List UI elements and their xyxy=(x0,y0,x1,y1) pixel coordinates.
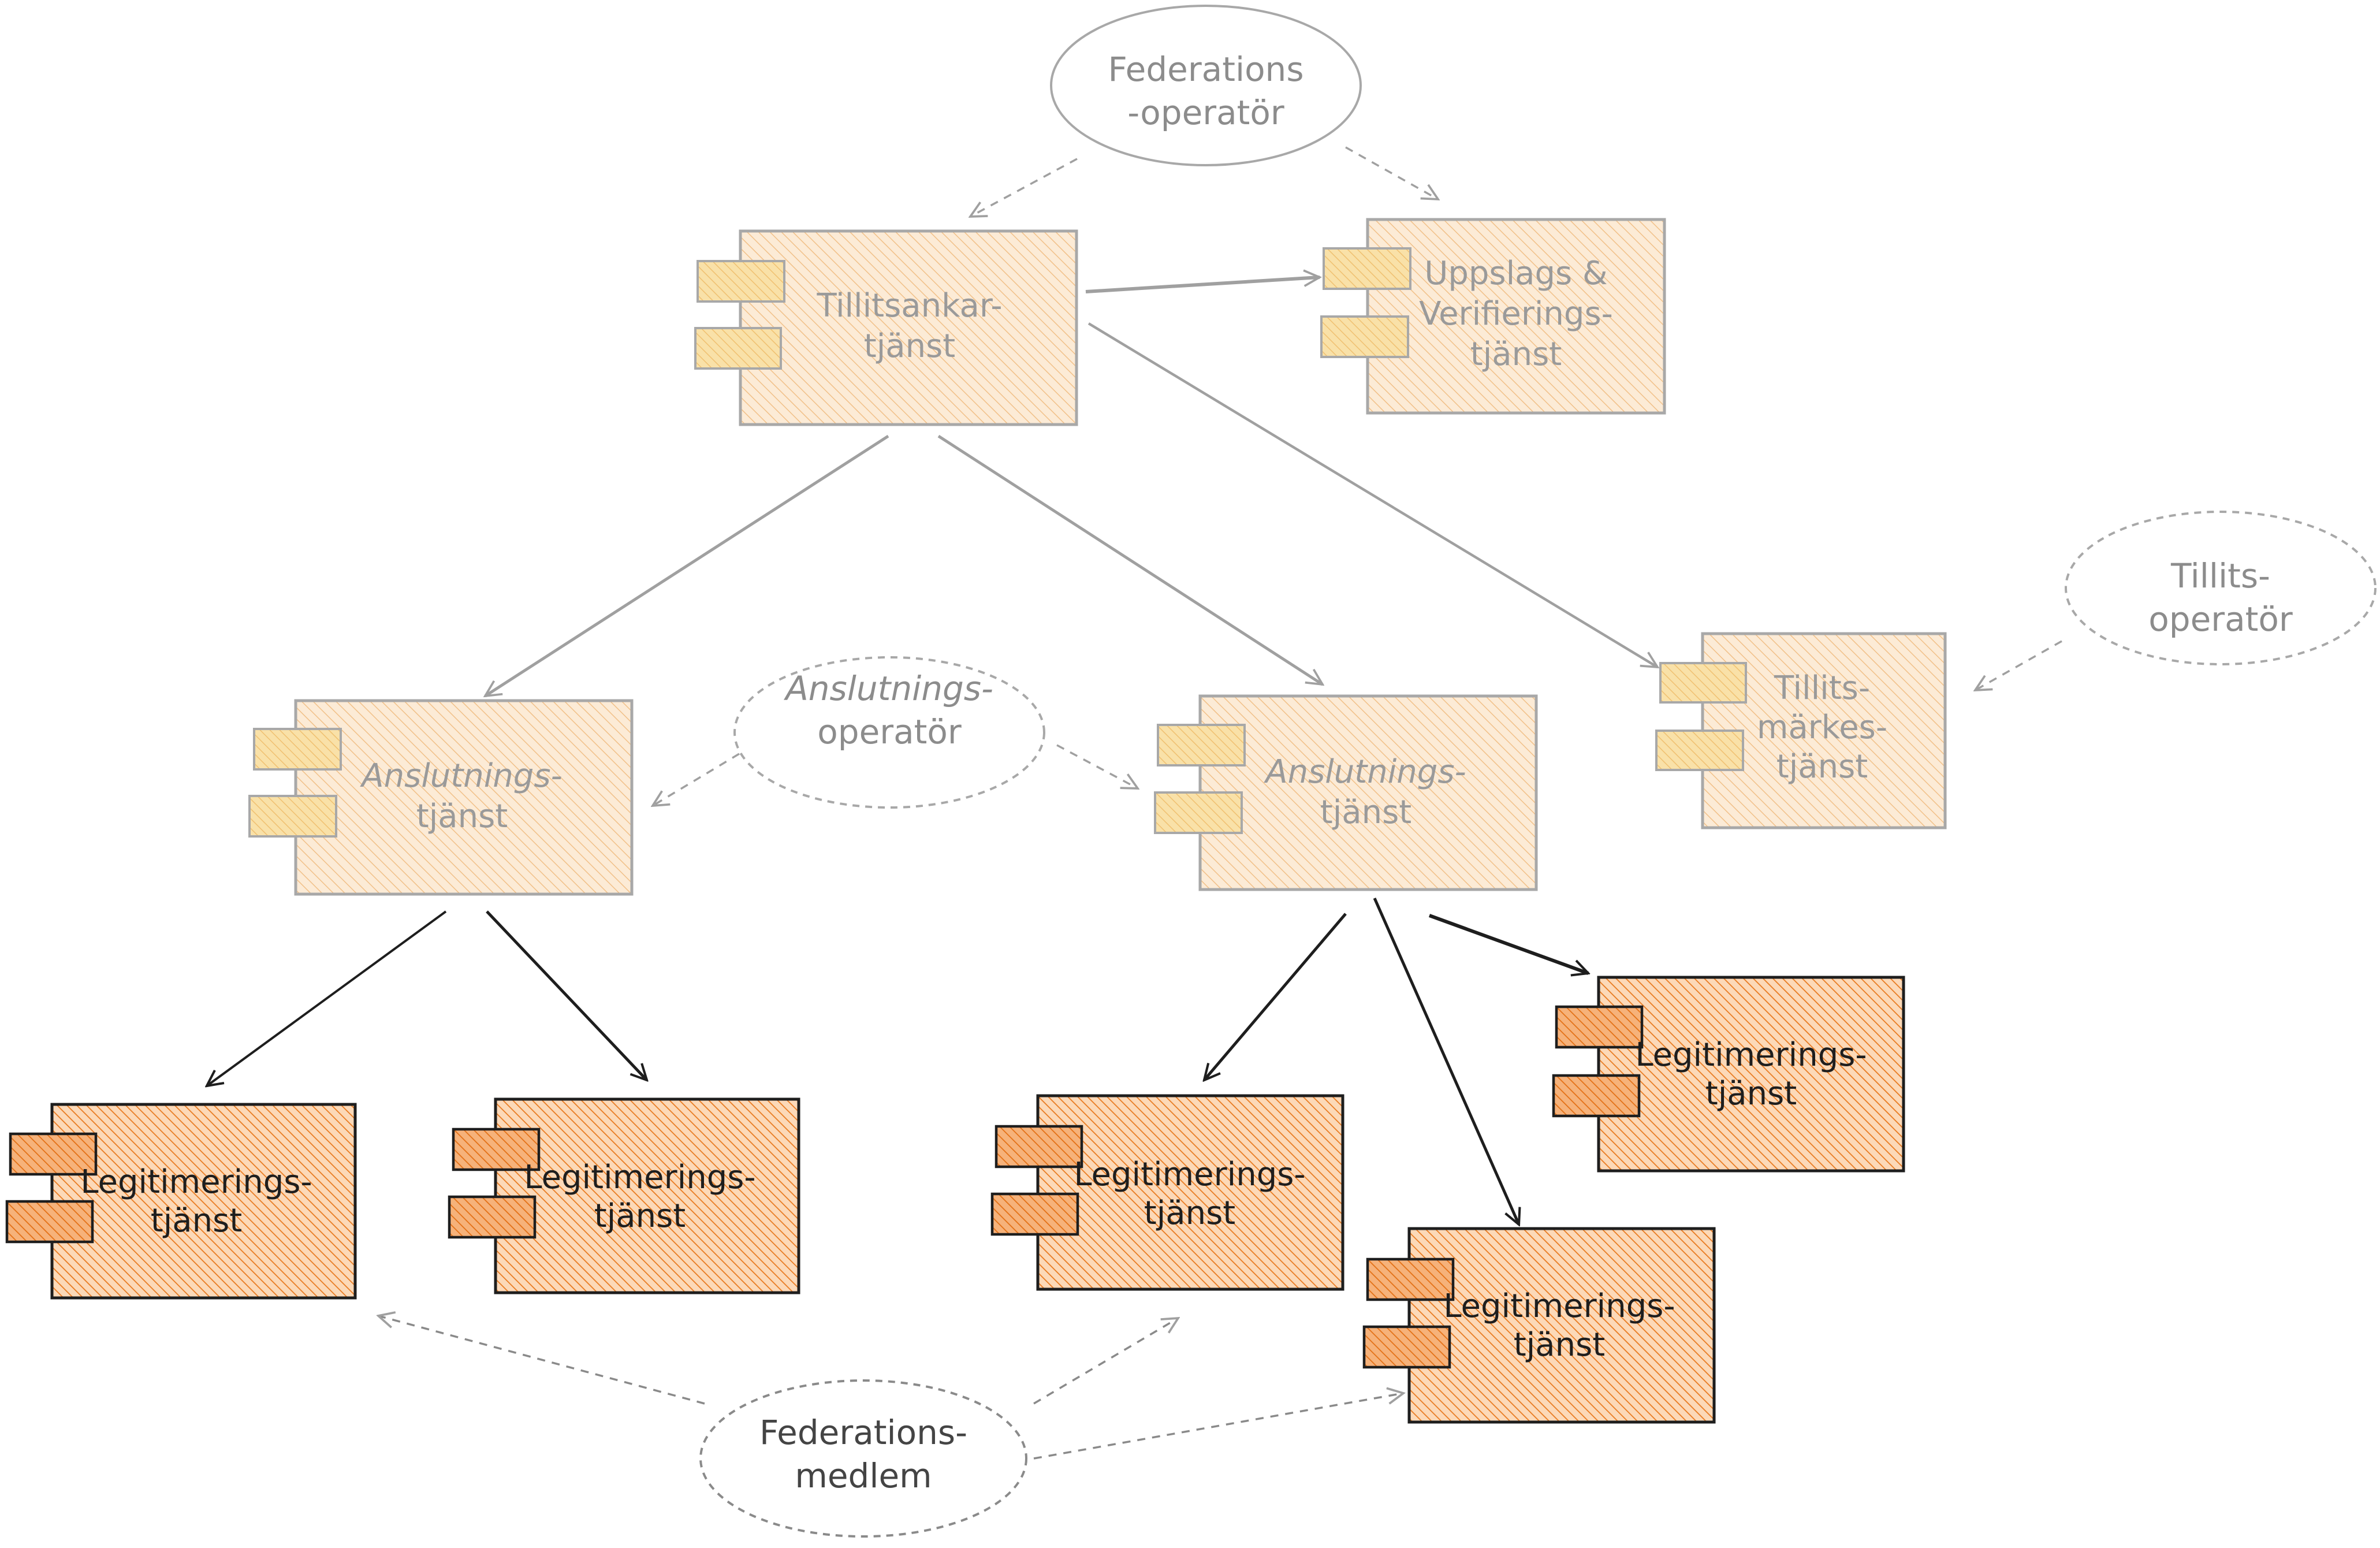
connectors xyxy=(207,146,2062,1460)
component-auth-1: Legitimerings- tjänst xyxy=(5,1103,357,1300)
arrow-conn-right-to-auth-3 xyxy=(1204,913,1347,1080)
component-label-line2: Verifierings- xyxy=(1419,295,1613,333)
port-bottom xyxy=(990,1192,1079,1236)
arrow-trust-anchor-to-lookup xyxy=(1085,277,1320,293)
component-label-line2: tjänst xyxy=(1705,1075,1797,1112)
dashed-arrow-fedop-to-trust-anchor xyxy=(970,158,1078,217)
arrow-trust-anchor-to-conn-right xyxy=(937,434,1323,684)
port-bottom xyxy=(1655,730,1744,771)
component-label-line2: tjänst xyxy=(1514,1326,1605,1364)
ellipse-federations-member: Federations- medlem xyxy=(699,1379,1027,1538)
ellipse-label-line1: Federations xyxy=(1108,50,1303,89)
dashed-arrow-fedop-to-lookup xyxy=(1345,146,1438,199)
ellipse-label-line2: operatör xyxy=(817,712,962,751)
component-label-line2: tjänst xyxy=(864,328,955,365)
component-label-line2: tjänst xyxy=(416,798,508,835)
component-label-line2: tjänst xyxy=(1320,794,1411,831)
component-label-line3: tjänst xyxy=(1470,336,1562,373)
component-label-line1: Tillitsankar- xyxy=(816,287,1002,325)
component-label-line1: Legitimerings- xyxy=(1635,1036,1867,1074)
component-lookup-verification: Uppslags & Verifierings- tjänst xyxy=(1320,218,1666,415)
port-bottom xyxy=(1362,1325,1451,1369)
component-auth-5: Legitimerings- tjänst xyxy=(1362,1227,1716,1424)
component-trust-anchor: Tillitsankar- tjänst xyxy=(694,229,1078,426)
port-bottom xyxy=(448,1195,537,1239)
port-bottom xyxy=(5,1200,94,1244)
component-label-line1: Anslutnings- xyxy=(1264,753,1466,791)
dashed-arrow-member-to-auth-3 xyxy=(1033,1318,1178,1405)
arrow-conn-left-to-auth-2 xyxy=(486,910,647,1080)
arrow-trust-anchor-to-trustmark xyxy=(1087,322,1658,667)
port-bottom xyxy=(248,795,337,838)
ellipse-federations-operator: Federations -operatör xyxy=(1050,5,1362,166)
dashed-arrow-connop-to-conn-left xyxy=(653,753,740,806)
component-label-line2: märkes- xyxy=(1757,709,1887,746)
port-top xyxy=(1323,247,1411,290)
arrow-conn-right-to-auth-5 xyxy=(1373,897,1519,1225)
component-auth-3: Legitimerings- tjänst xyxy=(990,1094,1344,1291)
component-connection-left: Anslutnings- tjänst xyxy=(248,699,634,896)
component-label-line1: Legitimerings- xyxy=(524,1159,755,1196)
port-bottom xyxy=(1154,791,1243,834)
component-label-line1: Legitimerings- xyxy=(1443,1287,1675,1325)
port-top xyxy=(995,1125,1083,1169)
dashed-arrow-trustop-to-trustmark xyxy=(1975,640,2062,690)
arrow-trust-anchor-to-conn-left xyxy=(485,434,889,696)
port-top xyxy=(1157,724,1246,766)
ellipse-label-line1: Federations- xyxy=(759,1413,967,1452)
port-bottom xyxy=(694,327,782,370)
component-label-line1: Tillits- xyxy=(1774,669,1870,707)
component-label-line1: Legitimerings- xyxy=(80,1163,312,1201)
arrow-conn-left-to-auth-1 xyxy=(207,910,447,1086)
component-label-line2: tjänst xyxy=(1144,1195,1235,1232)
ellipse-anslutnings-operator: Anslutnings- operatör xyxy=(733,656,1045,809)
port-top xyxy=(9,1132,98,1176)
component-label-line3: tjänst xyxy=(1776,748,1868,786)
component-connection-right: Anslutnings- tjänst xyxy=(1154,694,1538,891)
port-bottom xyxy=(1552,1074,1641,1118)
port-top xyxy=(697,260,785,303)
port-top xyxy=(253,728,342,771)
component-auth-2: Legitimerings- tjänst xyxy=(448,1097,800,1294)
port-bottom xyxy=(1320,315,1409,358)
component-auth-4: Legitimerings- tjänst xyxy=(1552,976,1905,1173)
component-label-line2: tjänst xyxy=(151,1202,242,1240)
ellipse-label-line2: medlem xyxy=(795,1456,932,1495)
ellipse-label-line2: -operatör xyxy=(1127,93,1284,132)
port-top xyxy=(1555,1005,1644,1049)
dashed-arrow-member-to-auth-1 xyxy=(378,1316,705,1405)
component-label-line1: Uppslags & xyxy=(1424,255,1607,292)
component-trust-mark: Tillits- märkes- tjänst xyxy=(1655,632,1947,829)
ellipse-label-line2: operatör xyxy=(2148,600,2293,639)
dashed-arrow-connop-to-conn-right xyxy=(1056,744,1138,788)
component-label-line1: Legitimerings- xyxy=(1074,1156,1305,1193)
port-top xyxy=(452,1127,541,1171)
port-top xyxy=(1366,1257,1455,1301)
component-label-line2: tjänst xyxy=(594,1197,686,1235)
dashed-arrow-member-to-auth-5 xyxy=(1033,1393,1403,1460)
component-label-line1: Anslutnings- xyxy=(360,757,562,795)
port-top xyxy=(1659,662,1747,704)
arrow-conn-right-to-auth-4 xyxy=(1428,914,1588,973)
ellipse-label-line1: Anslutnings- xyxy=(783,669,993,708)
ellipse-label-line1: Tillits- xyxy=(2170,556,2270,596)
ellipse-tillits-operator: Tillits- operatör xyxy=(2065,511,2377,665)
